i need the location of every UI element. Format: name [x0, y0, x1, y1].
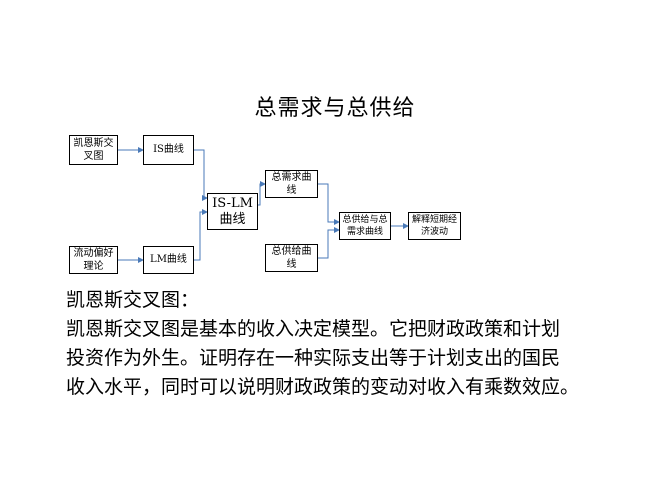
node-as-ad-label: 总供给与总需求曲线	[342, 214, 388, 237]
description-line: 收入水平，同时可以说明财政政策的变动对收入有乘数效应。	[66, 376, 580, 398]
description-block: 凯恩斯交叉图： 凯恩斯交叉图是基本的收入决定模型。它把财政政策和计划 投资作为外…	[66, 286, 626, 402]
page-title: 总需求与总供给	[254, 96, 416, 121]
node-aggregate-supply-label: 总供给曲线	[271, 245, 312, 271]
node-explain-fluctuations: 解释短期经济波动	[408, 212, 461, 240]
node-as-ad: 总供给与总需求曲线	[339, 212, 391, 240]
node-lm-curve: LM曲线	[143, 246, 194, 274]
description-heading: 凯恩斯交叉图：	[66, 289, 200, 311]
node-liquidity-preference-label: 流动偏好理论	[73, 247, 114, 273]
node-is-curve: IS曲线	[143, 135, 194, 165]
node-aggregate-supply: 总供给曲线	[265, 244, 318, 272]
node-is-lm-label: IS-LM曲线	[212, 195, 253, 227]
node-aggregate-demand-label: 总需求曲线	[271, 171, 312, 197]
node-keynes-cross: 凯恩斯交叉图	[69, 135, 118, 165]
node-is-lm: IS-LM曲线	[207, 193, 258, 230]
node-liquidity-preference: 流动偏好理论	[69, 246, 118, 274]
node-is-curve-label: IS曲线	[153, 144, 184, 156]
arrow-as-to-asad	[318, 227, 340, 259]
arrow-is-to-islm	[194, 149, 208, 201]
node-keynes-cross-label: 凯恩斯交叉图	[73, 137, 114, 163]
description-line: 投资作为外生。证明存在一种实际支出等于计划支出的国民	[66, 347, 561, 369]
description-line: 凯恩斯交叉图是基本的收入决定模型。它把财政政策和计划	[66, 318, 561, 340]
arrow-ad-to-asad	[318, 183, 340, 225]
node-lm-curve-label: LM曲线	[150, 254, 187, 266]
arrow-lm-to-islm	[194, 209, 208, 261]
node-explain-fluctuations-label: 解释短期经济波动	[411, 214, 457, 237]
node-aggregate-demand: 总需求曲线	[265, 170, 318, 198]
arrow-islm-to-ad	[258, 181, 266, 206]
